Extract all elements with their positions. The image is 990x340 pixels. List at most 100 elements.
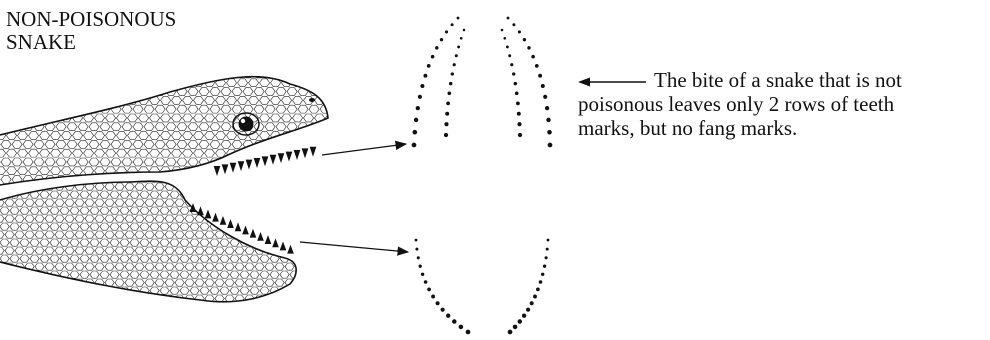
- bite-dot: [513, 81, 518, 86]
- scale: [176, 157, 188, 167]
- scale: [249, 222, 260, 231]
- scale: [224, 182, 235, 191]
- scale: [139, 270, 150, 279]
- scale: [286, 104, 298, 114]
- scale: [55, 122, 67, 132]
- scale: [134, 262, 145, 271]
- scale: [314, 78, 325, 88]
- scale: [94, 96, 105, 105]
- scale: [29, 270, 40, 279]
- scale: [165, 175, 177, 184]
- scale: [49, 238, 60, 247]
- scale: [29, 222, 40, 231]
- scale: [270, 166, 281, 176]
- bite-dot: [538, 73, 543, 78]
- scale: [124, 230, 135, 239]
- upper-teeth-arrow: [321, 140, 408, 156]
- lower-teeth-arrow: [299, 241, 410, 256]
- scale: [204, 166, 215, 176]
- scale: [132, 157, 144, 167]
- scale: [116, 96, 127, 105]
- upper-tooth: [237, 161, 245, 172]
- scale: [40, 303, 49, 310]
- bite-dot: [465, 329, 471, 335]
- scale: [94, 294, 105, 302]
- scale: [209, 206, 220, 215]
- bite-dot: [533, 294, 537, 299]
- scale: [88, 157, 100, 167]
- scale: [94, 148, 105, 158]
- scale: [0, 238, 10, 247]
- snake-upper-head: [0, 75, 329, 186]
- scale: [89, 222, 100, 231]
- scale: [239, 270, 250, 279]
- scale: [297, 140, 309, 149]
- scale: [119, 181, 130, 183]
- scale: [240, 303, 249, 310]
- scale: [6, 96, 17, 105]
- scale: [9, 206, 20, 215]
- scale: [159, 286, 170, 295]
- scale: [154, 140, 166, 149]
- scale: [154, 262, 165, 271]
- scale: [44, 230, 55, 239]
- scale: [325, 131, 328, 140]
- scale: [143, 157, 155, 167]
- scale: [129, 270, 140, 279]
- scale: [11, 104, 23, 114]
- scale: [105, 96, 116, 105]
- scale: [270, 78, 281, 88]
- scale: [28, 148, 39, 158]
- scale: [14, 230, 25, 239]
- scale: [297, 76, 309, 79]
- scale: [204, 278, 215, 287]
- scale: [99, 286, 110, 295]
- scale: [89, 181, 100, 183]
- scale: [199, 286, 210, 295]
- scale: [184, 246, 195, 255]
- scale: [259, 96, 270, 105]
- scale: [114, 278, 125, 287]
- scale: [165, 122, 177, 132]
- scale: [139, 238, 150, 247]
- bite-dot: [413, 117, 419, 123]
- bite-dot: [430, 54, 435, 59]
- scale: [242, 76, 254, 79]
- scale: [0, 175, 12, 184]
- scale: [220, 175, 232, 184]
- upper-tooth: [285, 151, 293, 162]
- scale: [198, 104, 210, 114]
- scale: [94, 113, 105, 123]
- scale: [292, 131, 303, 140]
- scale: [84, 198, 95, 207]
- scale: [204, 96, 215, 105]
- scale: [314, 184, 325, 185]
- bite-dot: [416, 256, 420, 260]
- scale: [105, 131, 116, 140]
- scale: [109, 270, 120, 279]
- scale: [28, 78, 39, 88]
- bite-dot: [544, 256, 548, 260]
- scale: [253, 175, 265, 184]
- scale: [0, 262, 5, 271]
- scale: [0, 78, 6, 88]
- scale: [129, 190, 140, 199]
- scale: [22, 157, 34, 167]
- scale: [24, 182, 35, 191]
- scale: [289, 238, 297, 247]
- bite-dot: [547, 142, 553, 148]
- scale: [119, 190, 130, 199]
- scale: [124, 278, 135, 287]
- scale: [292, 96, 303, 105]
- scale: [59, 238, 70, 247]
- scale: [297, 175, 309, 184]
- scale: [204, 131, 215, 140]
- scale: [199, 181, 210, 183]
- scale: [199, 222, 210, 231]
- upper-teeth: [213, 146, 317, 176]
- scale: [198, 122, 210, 132]
- scale: [6, 78, 17, 88]
- scale: [11, 157, 23, 167]
- scale: [214, 198, 225, 207]
- scale: [29, 286, 40, 295]
